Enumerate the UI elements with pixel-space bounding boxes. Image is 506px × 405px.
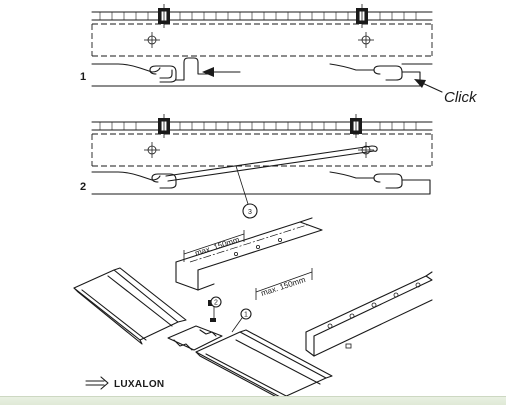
step-label-1: 1: [80, 71, 86, 83]
footer-bar: [0, 396, 506, 405]
centre-mark-right-2: [358, 142, 374, 158]
centre-mark-left: [144, 32, 160, 48]
hanger-clamp-right: [356, 4, 368, 28]
luxalon-brand: LUXALON: [85, 376, 164, 390]
hanger-clamp-right-2: [350, 114, 362, 138]
part-2-circle: [210, 296, 222, 308]
step-1-panel: [91, 4, 433, 87]
push-arrow-icon: [202, 67, 241, 77]
callout-3-label: 3: [248, 209, 252, 216]
dimension-label-1: max. 150mm: [194, 235, 241, 258]
part-2-label: 2: [214, 300, 218, 307]
dimension-bracket-1: max. 150mm: [183, 230, 245, 262]
right-ceiling-panel: [195, 329, 333, 403]
dimension-bracket-2: max. 150mm: [255, 268, 313, 300]
removal-tool: [165, 145, 378, 182]
left-ceiling-panel: [73, 267, 187, 345]
callout-3-circle: [242, 203, 258, 219]
click-label: Click: [444, 89, 478, 106]
centre-mark-right: [358, 32, 374, 48]
brand-label: LUXALON: [114, 379, 164, 390]
part-1-label: 1: [244, 312, 248, 319]
dimension-label-2: max. 150mm: [260, 275, 307, 298]
isometric-assembly: max. 150mm max. 150mm 2 1: [73, 217, 433, 403]
step-label-2: 2: [80, 181, 86, 193]
open-arrow-icon: [85, 376, 109, 390]
step-2-panel: 3: [91, 114, 433, 219]
part-1-circle: [240, 308, 252, 320]
connector-clip: [167, 300, 223, 351]
centre-mark-left-2: [144, 142, 160, 158]
click-callout: Click: [414, 79, 478, 106]
